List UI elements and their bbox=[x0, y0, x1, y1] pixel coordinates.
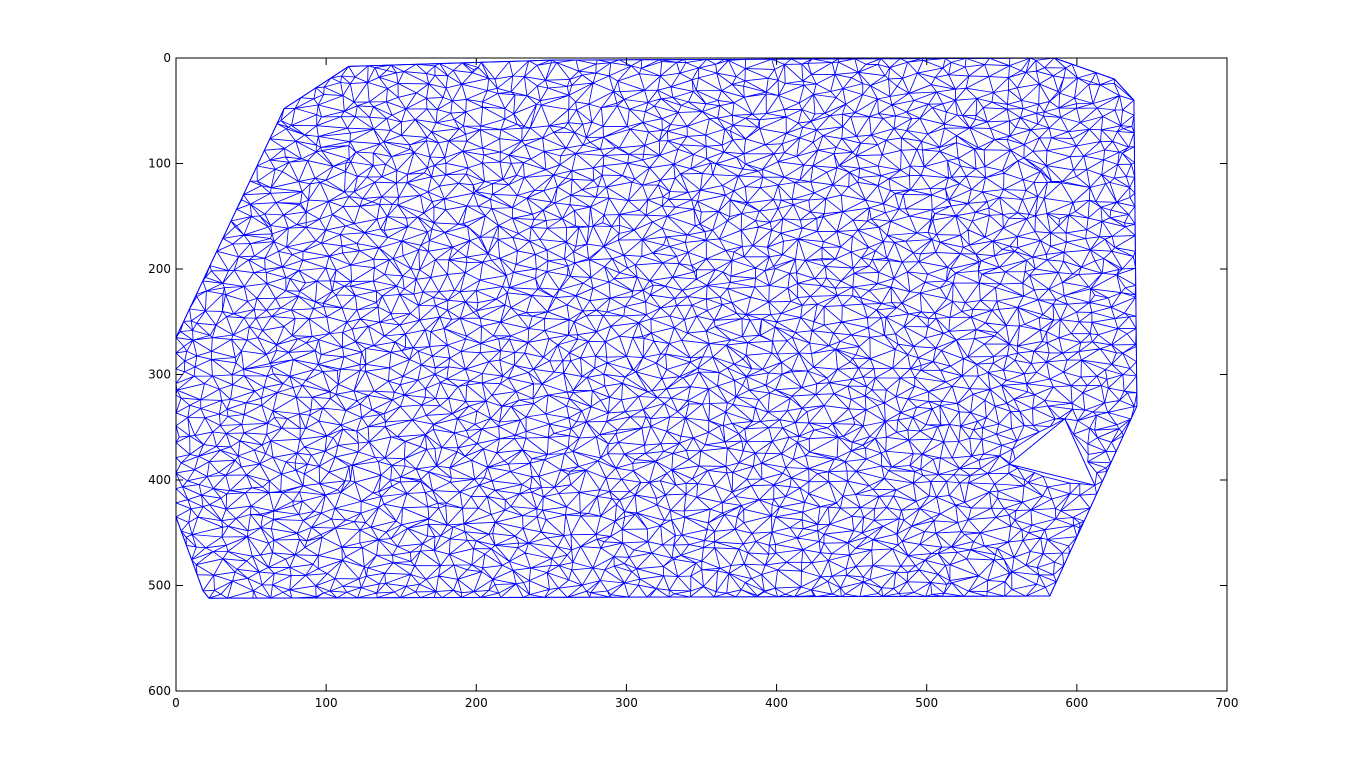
plot-background bbox=[176, 58, 1227, 691]
axes: 0 100 200 300 400 500 600 700 0 100 200 300 400 500 60… bbox=[148, 51, 1238, 710]
y-tick-label: 300 bbox=[148, 368, 171, 382]
y-tick-label: 400 bbox=[148, 473, 171, 487]
y-tick-label: 200 bbox=[148, 262, 171, 276]
mesh-hull bbox=[175, 57, 1138, 599]
x-tick-label: 200 bbox=[465, 696, 488, 710]
plot-area bbox=[176, 58, 1227, 691]
x-tick-label: 600 bbox=[1065, 696, 1088, 710]
mesh-notch bbox=[1008, 418, 1096, 487]
x-tick-label: 500 bbox=[915, 696, 938, 710]
x-tick-label: 100 bbox=[315, 696, 338, 710]
x-tick-label: 400 bbox=[765, 696, 788, 710]
x-tick-label: 300 bbox=[615, 696, 638, 710]
triangulation-mesh bbox=[175, 57, 1138, 599]
y-tick-label: 500 bbox=[148, 579, 171, 593]
mesh-edges bbox=[175, 57, 1138, 599]
x-tick-label: 0 bbox=[172, 696, 180, 710]
y-tick-label: 600 bbox=[148, 684, 171, 698]
y-tick-label: 0 bbox=[163, 51, 171, 65]
y-tick-label: 100 bbox=[148, 157, 171, 171]
x-tick-label: 700 bbox=[1216, 696, 1239, 710]
